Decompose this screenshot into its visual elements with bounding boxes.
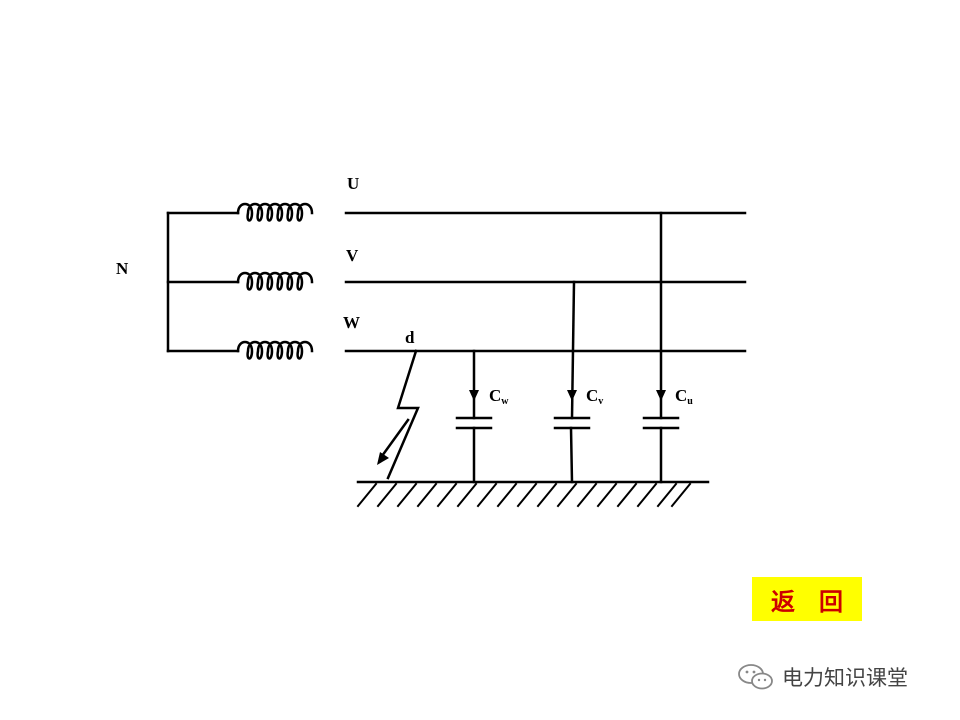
cv-lower-lead [569, 426, 574, 484]
cw-arrowhead [469, 390, 479, 401]
return-button-label: 返 回 [771, 589, 843, 616]
capacitor-cw-label: Cw [489, 386, 509, 407]
phase-u-label: U [347, 174, 359, 193]
fault-current-arrow-line [380, 418, 410, 458]
fault-lightning-path [386, 349, 420, 480]
cv-arrowhead [567, 390, 577, 401]
phase-w-label: W [343, 313, 360, 332]
ground-hatching [356, 482, 692, 508]
phase-v-label: V [346, 246, 359, 265]
capacitor-cv-label: Cv [586, 386, 603, 407]
wechat-icon [738, 664, 773, 690]
w-winding-coil [236, 340, 314, 360]
cu-arrowhead [656, 390, 666, 401]
fault-arrowhead [377, 452, 389, 465]
capacitor-cu-label: Cu [675, 386, 693, 407]
neutral-label: N [116, 259, 129, 278]
watermark: 电力知识课堂 [736, 660, 908, 694]
fault-point-label: d [405, 328, 415, 347]
watermark-text: 电力知识课堂 [782, 666, 908, 690]
return-button[interactable]: 返 回 [752, 577, 862, 621]
u-winding-coil [236, 202, 314, 222]
v-winding-coil [236, 271, 314, 291]
